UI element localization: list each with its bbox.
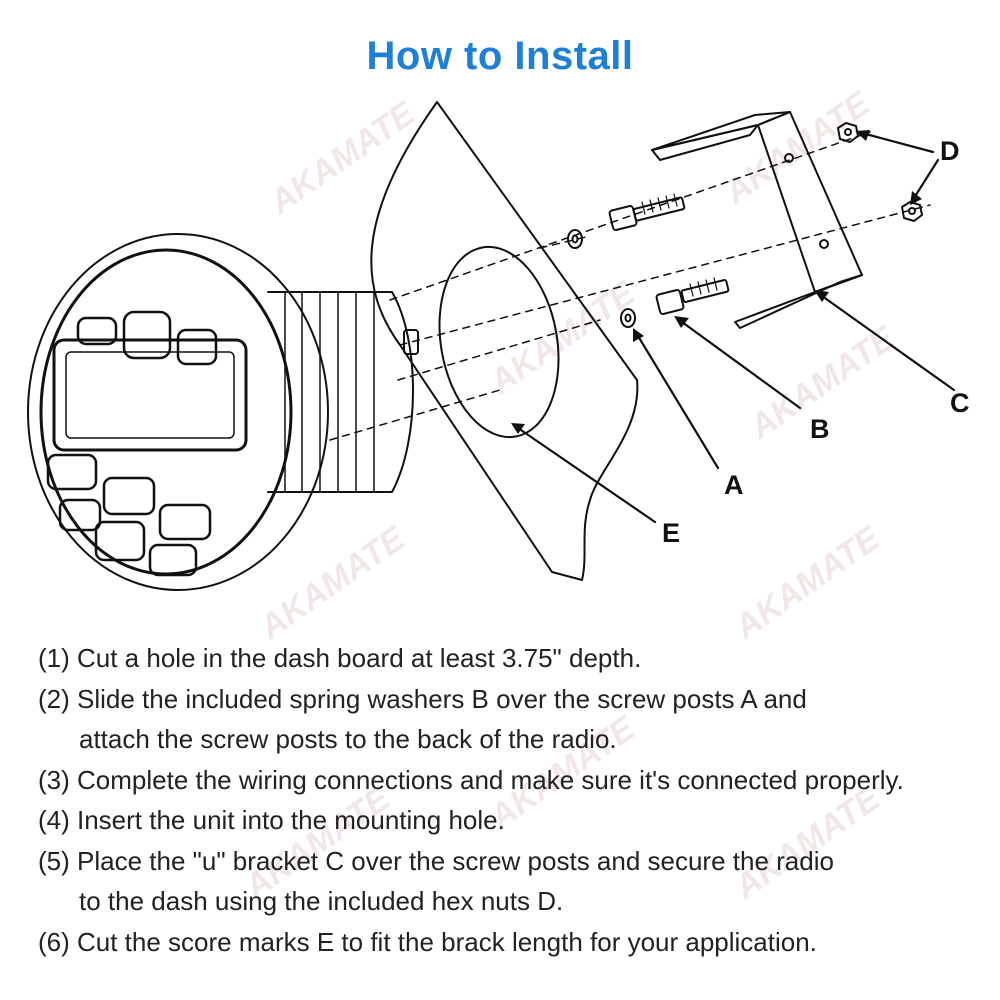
arrowhead <box>674 316 689 328</box>
hex-nut-upper <box>837 122 859 143</box>
alignment-lines <box>329 131 931 441</box>
page-title: How to Install <box>366 34 634 78</box>
radio-button <box>46 453 98 491</box>
bracket-hole-upper <box>784 153 794 163</box>
watermark: AKAMATE <box>717 84 878 213</box>
radio-bezel-inner <box>39 248 293 576</box>
u-bracket <box>651 111 863 329</box>
radio-button <box>102 476 156 516</box>
radio-unit <box>27 233 419 591</box>
watermark: AKAMATE <box>727 519 888 648</box>
step-2-continued: attach the screw posts to the back of th… <box>79 724 617 754</box>
radio-display <box>52 338 248 452</box>
arrowhead <box>511 423 525 434</box>
screw-post-a-upper <box>608 193 686 231</box>
rear-connector <box>403 329 419 355</box>
radio-button <box>158 503 212 541</box>
callout-label-d: D <box>940 136 960 166</box>
arrowheads <box>511 130 922 434</box>
watermark: AKAMATE <box>482 274 643 403</box>
arrowhead <box>855 130 870 141</box>
callout-label-c: C <box>950 388 970 418</box>
step-5-continued: to the dash using the included hex nuts … <box>79 886 564 916</box>
radio-button <box>148 543 198 577</box>
radio-bezel-outer <box>27 233 329 591</box>
arrowhead <box>910 191 922 205</box>
step-1: (1) Cut a hole in the dash board at leas… <box>38 643 642 673</box>
step-6: (6) Cut the score marks E to fit the bra… <box>38 926 817 957</box>
spring-washer-lower <box>620 308 636 328</box>
callout-label-b: B <box>810 414 830 444</box>
mounting-hole <box>438 245 560 439</box>
radio-button <box>94 520 146 562</box>
screw-post-a-lower <box>655 277 730 315</box>
radio-button <box>76 316 118 346</box>
callout-label-a: A <box>724 470 744 500</box>
step-5: (5) Place the "u" bracket C over the scr… <box>38 845 834 876</box>
housing-ribs <box>284 291 375 493</box>
spring-washer-upper <box>567 229 583 249</box>
dash-panel <box>370 101 639 581</box>
arrowhead <box>814 290 829 302</box>
hex-nut-lower <box>901 201 923 222</box>
radio-button <box>58 498 102 532</box>
step-3: (3) Complete the wiring connections and … <box>38 764 904 795</box>
installation-steps: (1) Cut a hole in the dash board at leas… <box>38 638 993 962</box>
dash-panel-outline <box>370 101 639 581</box>
watermark: AKAMATE <box>252 519 413 648</box>
step-2: (2) Slide the included spring washers B … <box>38 683 807 714</box>
radio-button <box>176 328 218 366</box>
radio-button <box>122 310 172 360</box>
watermark: AKAMATE <box>262 94 423 223</box>
radio-rear-housing <box>267 291 414 493</box>
radio-display-screen <box>65 351 235 439</box>
callout-label-e: E <box>662 518 680 548</box>
arrowhead <box>633 328 644 342</box>
step-4: (4) Insert the unit into the mounting ho… <box>38 805 505 835</box>
leader-arrows <box>516 131 956 524</box>
bracket-hole-lower <box>819 239 829 249</box>
